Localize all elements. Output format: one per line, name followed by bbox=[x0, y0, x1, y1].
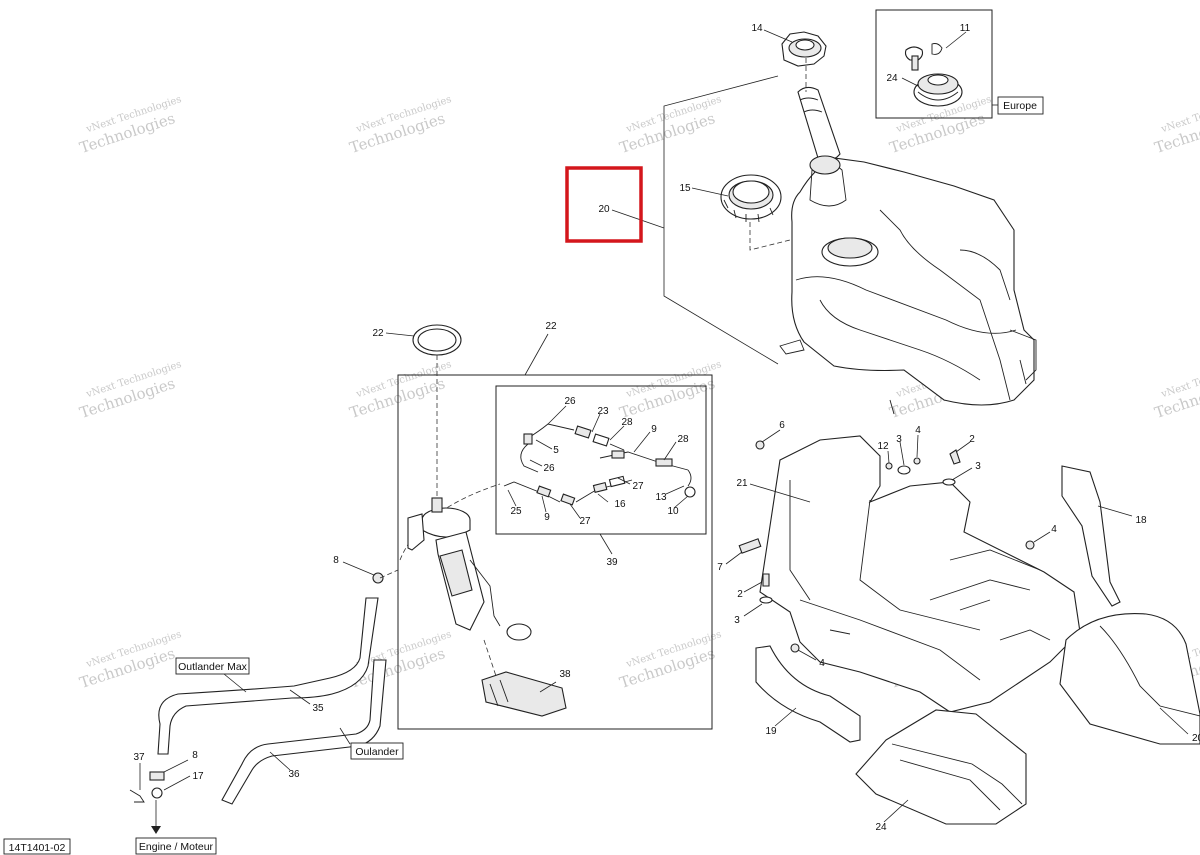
heat-shield-27 bbox=[855, 709, 1027, 825]
callout-17[interactable]: 17 bbox=[192, 771, 204, 782]
callout-31a[interactable]: 27 bbox=[632, 481, 644, 492]
callout-12[interactable]: 12 bbox=[877, 441, 889, 452]
engine-label: Engine / Moteur bbox=[139, 841, 214, 853]
callout-38[interactable]: 38 bbox=[559, 669, 571, 680]
callout-28[interactable]: 25 bbox=[510, 506, 522, 517]
europe-tether-clip bbox=[904, 43, 943, 71]
outlander-label: Oulander bbox=[355, 746, 399, 758]
callout-39[interactable]: 39 bbox=[606, 557, 618, 568]
callout-20[interactable]: 20 bbox=[1192, 733, 1200, 744]
callout-3c[interactable]: 3 bbox=[734, 615, 740, 626]
callout-6[interactable]: 6 bbox=[779, 420, 785, 431]
callout-35[interactable]: 35 bbox=[312, 703, 324, 714]
outlander-max-label: Outlander Max bbox=[178, 661, 248, 673]
fuel-pump-assembly bbox=[407, 497, 532, 641]
callout-33b[interactable]: 28 bbox=[677, 434, 689, 445]
callout-4c[interactable]: 4 bbox=[819, 658, 825, 669]
callout-11[interactable]: 11 bbox=[960, 23, 971, 34]
callout-4a[interactable]: 4 bbox=[915, 425, 921, 436]
outlander-max-label-box bbox=[175, 657, 250, 675]
side-panel-18 bbox=[1061, 465, 1121, 607]
fuel-cap bbox=[781, 31, 827, 67]
callout-2b[interactable]: 2 bbox=[737, 589, 743, 600]
lock-ring bbox=[720, 174, 782, 223]
quick-connect bbox=[129, 771, 165, 803]
callout-29b[interactable]: 26 bbox=[543, 463, 555, 474]
europe-label-box bbox=[997, 96, 1044, 115]
europe-label: Europe bbox=[1003, 100, 1037, 112]
drawing-code: 14T1401-02 bbox=[9, 842, 66, 854]
europe-inset-box bbox=[875, 9, 993, 119]
callout-29a[interactable]: 26 bbox=[564, 396, 576, 407]
fuel-pump-box bbox=[397, 374, 713, 730]
callout-22[interactable]: 22 bbox=[372, 328, 384, 339]
callout-13[interactable]: 13 bbox=[655, 492, 667, 503]
callout-7[interactable]: 7 bbox=[717, 562, 723, 573]
callout-8a[interactable]: 8 bbox=[333, 555, 339, 566]
hose-kit-parts bbox=[503, 423, 696, 506]
callout-25[interactable]: 22 bbox=[545, 321, 557, 332]
callout-18[interactable]: 18 bbox=[1135, 515, 1147, 526]
callout-3b[interactable]: 3 bbox=[975, 461, 981, 472]
fuel-filter-sock bbox=[481, 671, 567, 717]
callout-19[interactable]: 19 bbox=[765, 726, 777, 737]
fuel-hose-outlander-max bbox=[157, 597, 379, 755]
callout-36[interactable]: 36 bbox=[288, 769, 300, 780]
callout-4b[interactable]: 4 bbox=[1051, 524, 1057, 535]
hose-clamp bbox=[372, 572, 384, 584]
callout-leaders bbox=[139, 29, 1189, 823]
callout-37[interactable]: 37 bbox=[133, 752, 145, 763]
callout-21[interactable]: 21 bbox=[736, 478, 748, 489]
callout-33a[interactable]: 28 bbox=[621, 417, 633, 428]
callout-2a[interactable]: 2 bbox=[969, 434, 975, 445]
callout-14[interactable]: 14 bbox=[751, 23, 763, 34]
filler-neck-hose bbox=[797, 86, 841, 161]
hose-kit-box bbox=[495, 385, 707, 535]
skid-plate bbox=[759, 435, 1081, 713]
outlander-label-box bbox=[350, 742, 404, 760]
seal-ring bbox=[412, 324, 462, 356]
callout-16[interactable]: 16 bbox=[614, 499, 626, 510]
heat-shield-20 bbox=[1059, 612, 1200, 745]
callout-9b[interactable]: 9 bbox=[544, 512, 550, 523]
engine-label-box bbox=[135, 837, 217, 855]
callout-23[interactable]: 20 bbox=[598, 204, 610, 215]
callout-9a[interactable]: 9 bbox=[651, 424, 657, 435]
callout-26[interactable]: 23 bbox=[597, 406, 609, 417]
callout-15[interactable]: 15 bbox=[679, 183, 691, 194]
callout-labels: 14 11 24 20 15 22 22 26 23 28 9 28 5 26 … bbox=[133, 23, 1200, 833]
drawing-code-box bbox=[3, 838, 71, 855]
callout-24[interactable]: 24 bbox=[886, 73, 898, 84]
fuel-tank bbox=[779, 155, 1037, 415]
callout-31b[interactable]: 27 bbox=[579, 516, 591, 527]
engine-arrow bbox=[151, 826, 161, 834]
callout-8b[interactable]: 8 bbox=[192, 750, 198, 761]
heat-shield-19 bbox=[755, 645, 861, 743]
callout-3a[interactable]: 3 bbox=[896, 434, 902, 445]
callout-10[interactable]: 10 bbox=[667, 506, 679, 517]
callout-5[interactable]: 5 bbox=[553, 445, 559, 456]
callout-23-highlight[interactable] bbox=[565, 166, 643, 243]
callout-27[interactable]: 24 bbox=[875, 822, 887, 833]
europe-fuel-cap bbox=[913, 73, 963, 107]
